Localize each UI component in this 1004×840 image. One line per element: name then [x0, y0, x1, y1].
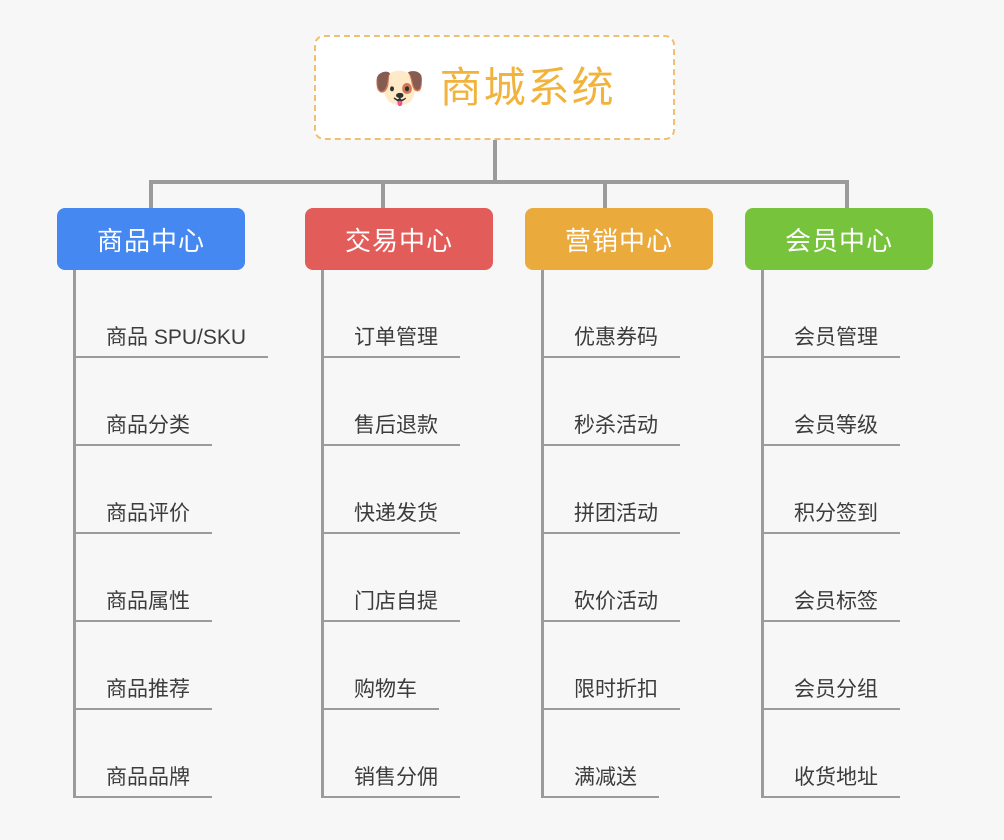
category-header-product-center[interactable]: 商品中心: [57, 208, 245, 270]
list-item[interactable]: 限时折扣: [544, 622, 713, 710]
sub-item-list-member-center: 会员管理 会员等级 积分签到 会员标签 会员分组 收货地址: [761, 270, 933, 798]
sub-item-label: 砍价活动: [544, 590, 680, 622]
list-item[interactable]: 购物车: [324, 622, 493, 710]
list-item[interactable]: 订单管理: [324, 270, 493, 358]
sub-item-label: 收货地址: [764, 766, 900, 798]
list-item[interactable]: 收货地址: [764, 710, 933, 798]
list-item[interactable]: 积分签到: [764, 446, 933, 534]
connector-drop-4: [845, 180, 849, 210]
list-item[interactable]: 销售分佣: [324, 710, 493, 798]
sub-item-label: 拼团活动: [544, 502, 680, 534]
root-node-mall-system[interactable]: 🐶 商城系统: [314, 35, 675, 140]
sub-item-label: 销售分佣: [324, 766, 460, 798]
sub-item-label: 会员管理: [764, 326, 900, 358]
category-header-member-center[interactable]: 会员中心: [745, 208, 933, 270]
sub-item-label: 售后退款: [324, 414, 460, 446]
sub-item-label: 优惠券码: [544, 326, 680, 358]
sub-item-label: 商品推荐: [76, 678, 212, 710]
list-item[interactable]: 商品评价: [76, 446, 268, 534]
sub-item-label: 商品品牌: [76, 766, 212, 798]
sub-item-label: 商品 SPU/SKU: [76, 326, 269, 358]
category-header-transaction-center[interactable]: 交易中心: [305, 208, 493, 270]
sub-item-label: 购物车: [324, 678, 439, 710]
branch-product-center: 商品中心 商品 SPU/SKU 商品分类 商品评价 商品属性 商品推荐 商品品牌: [57, 208, 269, 798]
list-item[interactable]: 商品品牌: [76, 710, 268, 798]
connector-drop-1: [149, 180, 153, 210]
sub-item-list-transaction-center: 订单管理 售后退款 快递发货 门店自提 购物车 销售分佣: [321, 270, 493, 798]
sub-item-label: 会员分组: [764, 678, 900, 710]
connector-stem: [493, 140, 497, 182]
list-item[interactable]: 拼团活动: [544, 446, 713, 534]
category-header-label: 营销中心: [564, 225, 673, 256]
sub-item-label: 商品评价: [76, 502, 212, 534]
list-item[interactable]: 售后退款: [324, 358, 493, 446]
dog-face-icon: 🐶: [373, 63, 426, 111]
list-item[interactable]: 秒杀活动: [544, 358, 713, 446]
branch-transaction-center: 交易中心 订单管理 售后退款 快递发货 门店自提 购物车 销售分佣: [305, 208, 493, 798]
root-node-title: 商城系统: [439, 63, 616, 111]
sub-item-label: 满减送: [544, 766, 659, 798]
sub-item-label: 订单管理: [324, 326, 460, 358]
sub-item-label: 会员标签: [764, 590, 900, 622]
sub-item-label: 快递发货: [324, 502, 460, 534]
sub-item-label: 商品分类: [76, 414, 212, 446]
category-header-label: 会员中心: [784, 225, 893, 256]
branch-member-center: 会员中心 会员管理 会员等级 积分签到 会员标签 会员分组 收货地址: [745, 208, 933, 798]
sub-item-label: 商品属性: [76, 590, 212, 622]
category-header-label: 商品中心: [96, 225, 205, 256]
list-item[interactable]: 商品 SPU/SKU: [76, 270, 269, 358]
sub-item-list-marketing-center: 优惠券码 秒杀活动 拼团活动 砍价活动 限时折扣 满减送: [541, 270, 713, 798]
list-item[interactable]: 门店自提: [324, 534, 493, 622]
list-item[interactable]: 会员分组: [764, 622, 933, 710]
sub-item-label: 积分签到: [764, 502, 900, 534]
list-item[interactable]: 商品分类: [76, 358, 268, 446]
list-item[interactable]: 商品推荐: [76, 622, 268, 710]
list-item[interactable]: 会员管理: [764, 270, 933, 358]
connector-bus: [149, 180, 849, 184]
branch-marketing-center: 营销中心 优惠券码 秒杀活动 拼团活动 砍价活动 限时折扣 满减送: [525, 208, 713, 798]
list-item[interactable]: 满减送: [544, 710, 713, 798]
list-item[interactable]: 快递发货: [324, 446, 493, 534]
list-item[interactable]: 会员等级: [764, 358, 933, 446]
sub-item-label: 限时折扣: [544, 678, 680, 710]
category-header-label: 交易中心: [344, 225, 453, 256]
list-item[interactable]: 优惠券码: [544, 270, 713, 358]
sub-item-label: 会员等级: [764, 414, 900, 446]
sub-item-label: 秒杀活动: [544, 414, 680, 446]
sub-item-label: 门店自提: [324, 590, 460, 622]
category-header-marketing-center[interactable]: 营销中心: [525, 208, 713, 270]
connector-drop-3: [603, 180, 607, 210]
sub-item-list-product-center: 商品 SPU/SKU 商品分类 商品评价 商品属性 商品推荐 商品品牌: [73, 270, 269, 798]
connector-drop-2: [381, 180, 385, 210]
list-item[interactable]: 商品属性: [76, 534, 268, 622]
list-item[interactable]: 砍价活动: [544, 534, 713, 622]
list-item[interactable]: 会员标签: [764, 534, 933, 622]
